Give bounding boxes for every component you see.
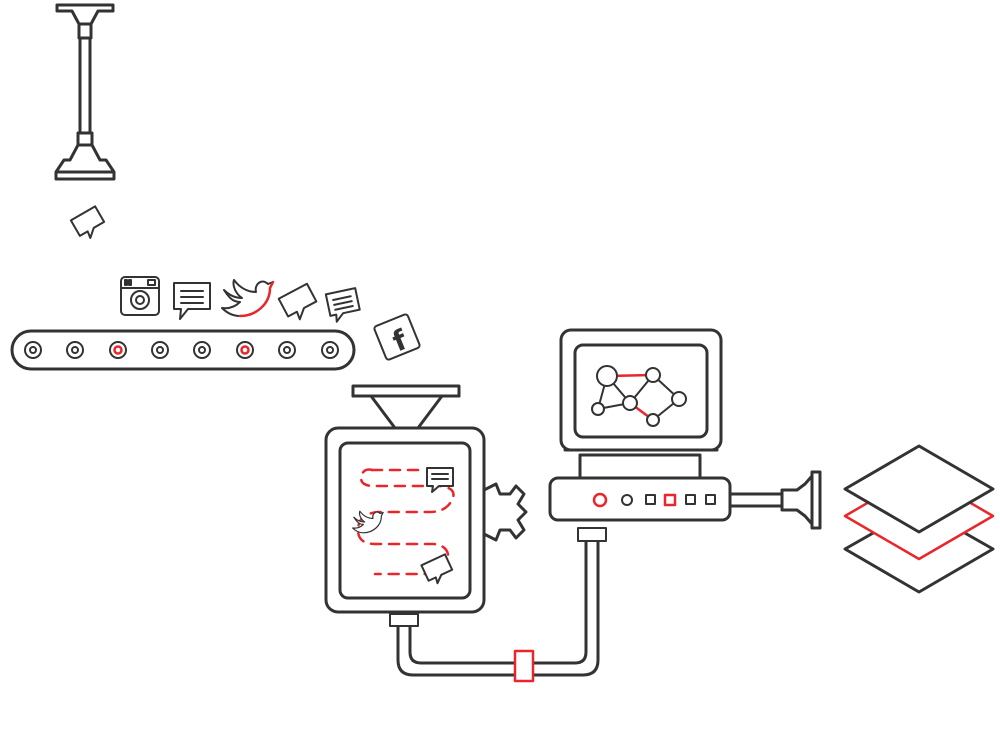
twitter-bird-icon [221,279,275,318]
conveyor-roller [66,341,84,359]
vacuum-pipe [54,3,116,181]
conveyor-belt [10,329,356,371]
speech-bubble-icon-3 [420,553,454,585]
instagram-icon [120,276,160,316]
facebook-icon: f [373,313,421,361]
speech-bubble-icon-2 [277,282,318,321]
output-nozzle [728,470,822,530]
conveyor-roller [193,341,211,359]
router-box [548,476,732,522]
conveyor-roller [151,341,169,359]
message-bubble-icon [173,282,211,320]
monitor [559,328,723,481]
connecting-pipe [389,527,607,683]
message-bubble-icon-3 [426,467,454,493]
speech-bubble-icon [69,205,106,239]
message-bubble-icon-2 [324,287,361,323]
conveyor-roller [321,341,339,359]
layers-stack-icon [843,444,995,594]
conveyor-roller [109,341,127,359]
conveyor-roller [24,341,42,359]
conveyor-roller [278,341,296,359]
network-graph-icon [591,365,687,427]
twitter-bird-icon-2 [351,510,384,534]
processing-machine [324,384,528,614]
conveyor-roller [236,341,254,359]
